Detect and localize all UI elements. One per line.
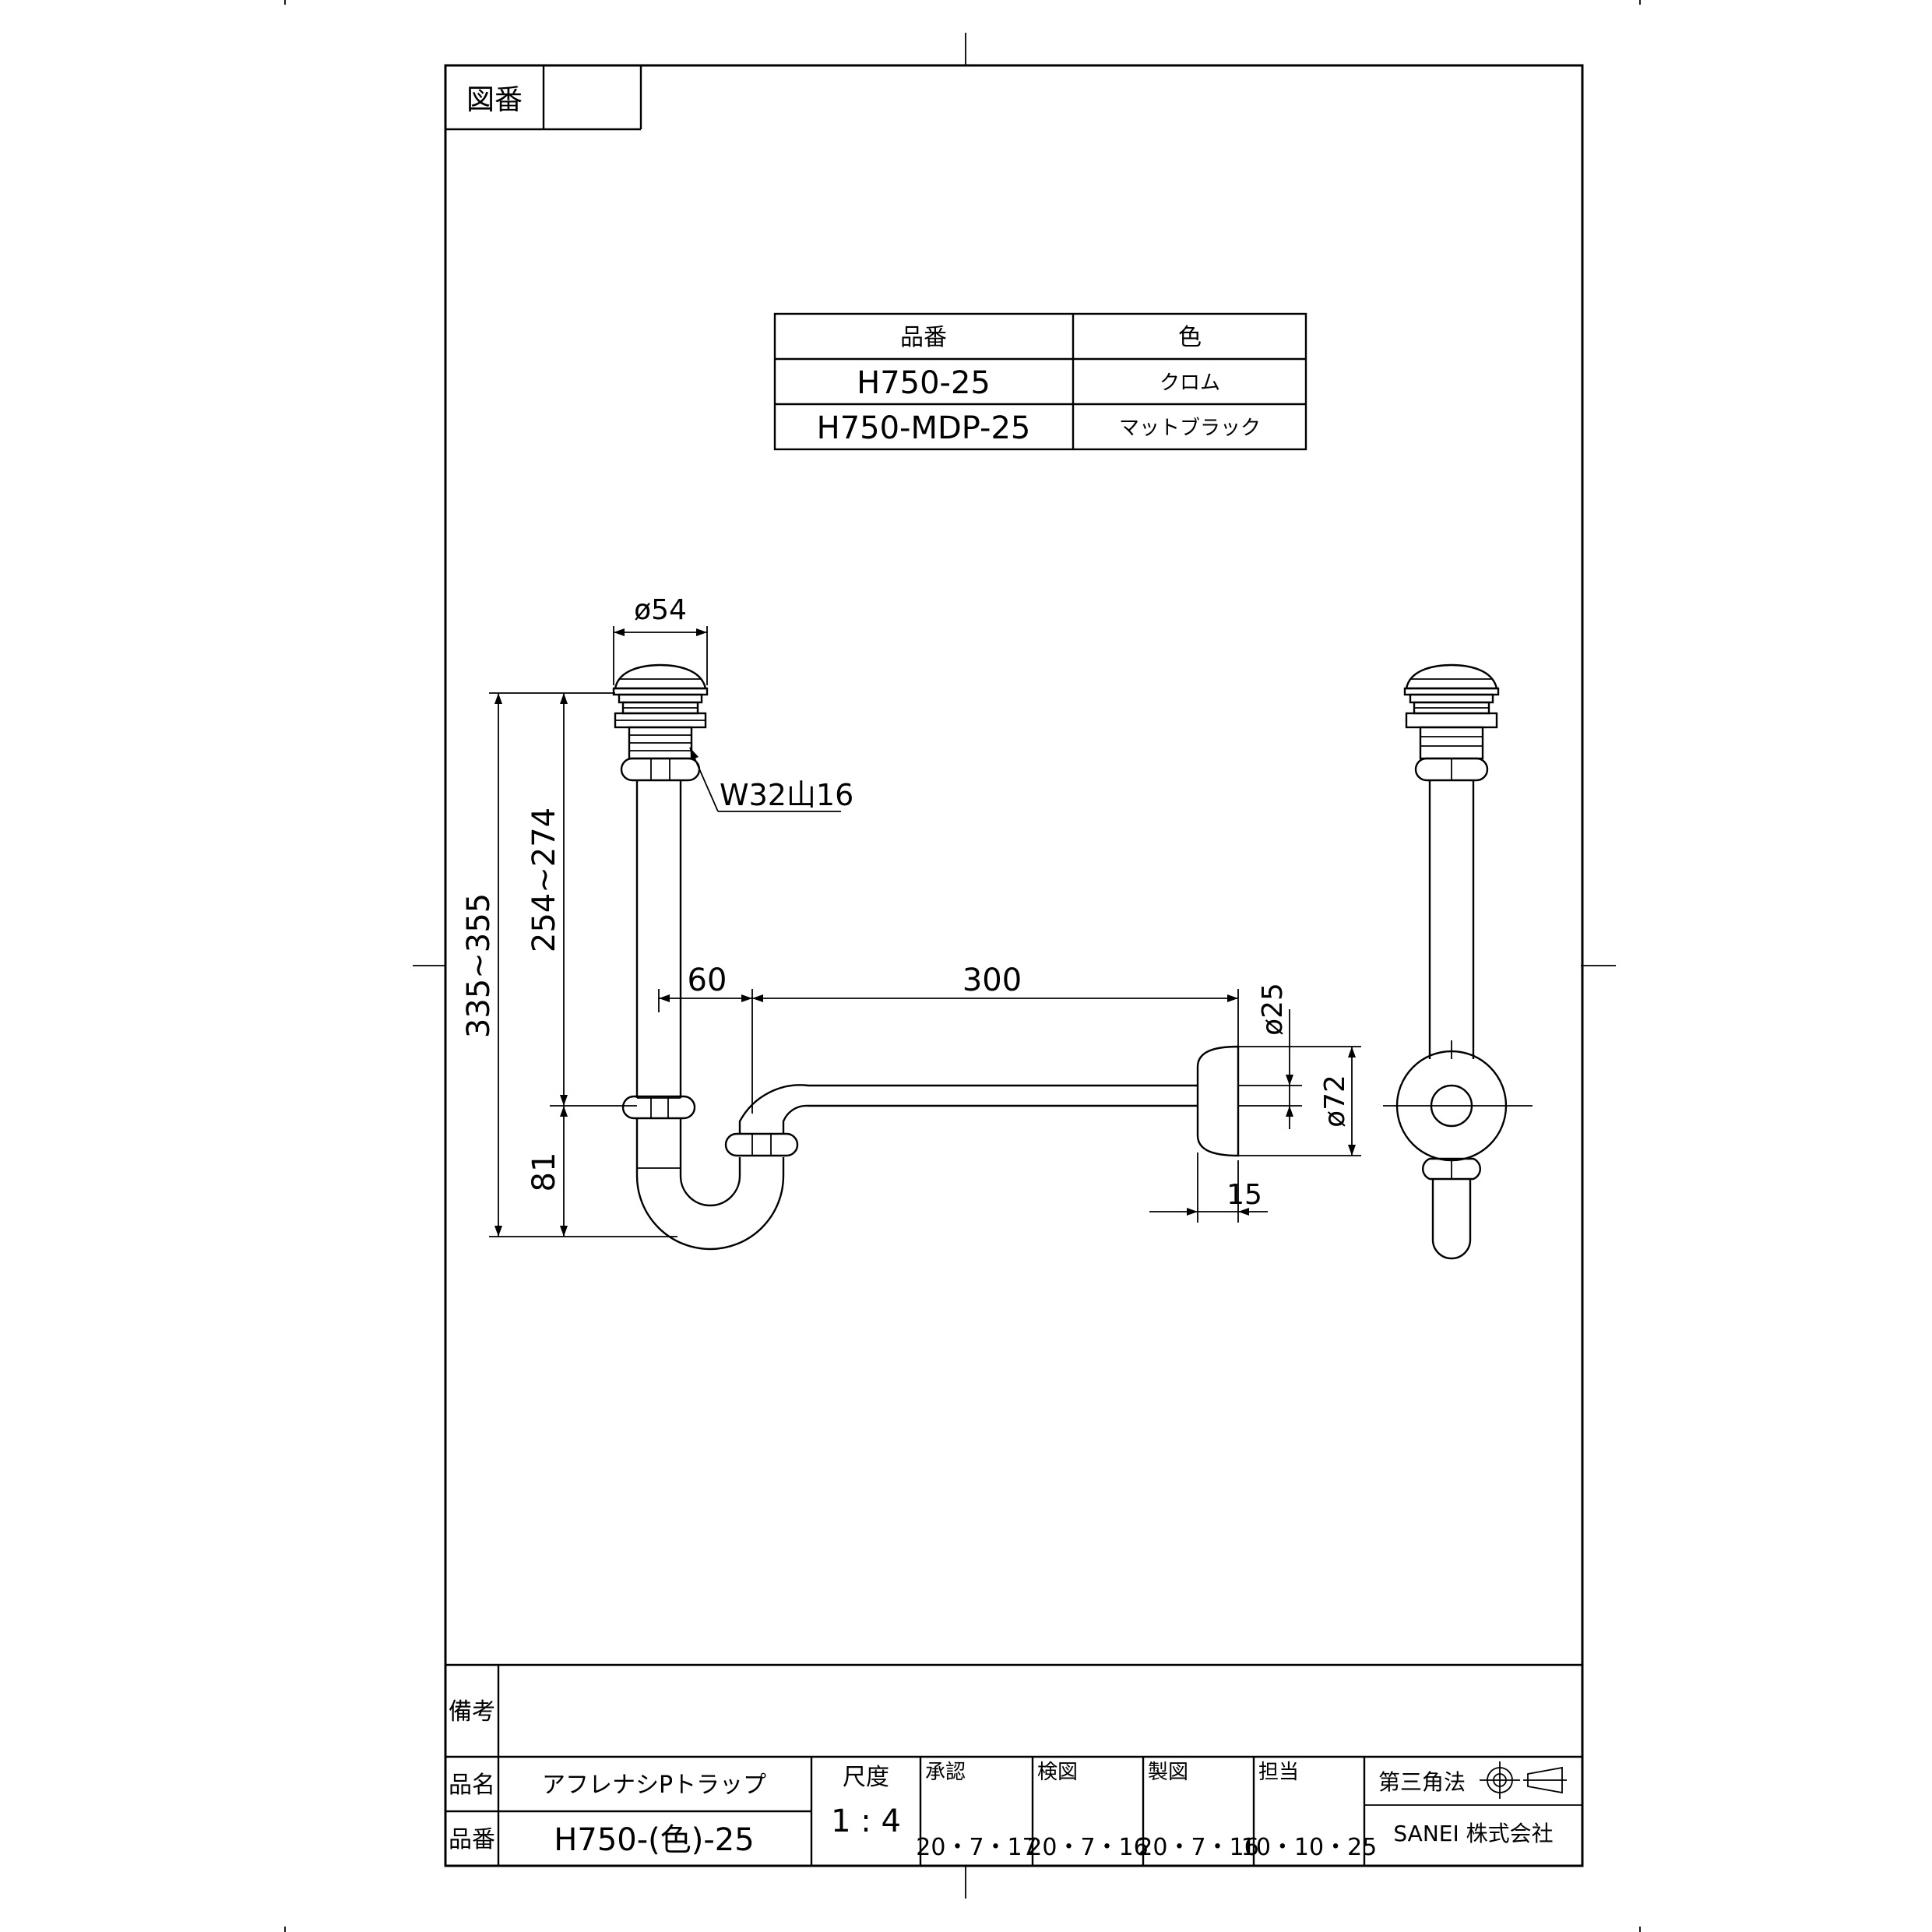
table-cell-color-1: クロム [1160,371,1220,395]
centering-marks [413,33,1616,1899]
check-label: 検図 [1037,1761,1078,1784]
product-name-label: 品名 [449,1772,495,1799]
charge-date: 10・10・25 [1241,1834,1378,1861]
product-number-value: H750-(色)-25 [554,1822,754,1858]
dim-pipe-diameter: ø25 [1257,983,1289,1036]
scale-value: 1 : 4 [831,1804,901,1839]
horizontal-drain-arm [738,1084,1198,1134]
table-header-color: 色 [1178,324,1202,351]
dim-trap-offset: 60 [688,962,727,998]
remarks-label: 備考 [449,1698,495,1726]
pop-up-cap [614,663,707,690]
corner-marks [284,0,1641,1932]
product-color-table: 品番 色 H750-25 クロム H750-MDP-25 マットブラック [773,312,1307,451]
approval-date: 20・7・17 [916,1834,1036,1861]
wall-flange [1196,1045,1240,1157]
trap-u-bend [635,1118,785,1251]
scale-label: 尺度 [843,1764,889,1791]
front-dimensions: ø54 335~355 254~274 81 60 300 ø25 [461,594,1361,1237]
dim-flange-depth: 15 [1226,1179,1262,1211]
drawing-number-box: 図番 [445,65,642,131]
drawing-date: 20・7・16 [1138,1834,1258,1861]
charge-label: 担当 [1258,1761,1299,1784]
dim-cap-diameter: ø54 [634,594,687,626]
dim-thread-spec: W32山16 [720,778,853,812]
product-number-label: 品番 [449,1826,495,1853]
table-header-product-number: 品番 [900,324,947,351]
side-view [1383,663,1533,1260]
approval-label: 承認 [925,1761,966,1784]
projection-label: 第三角法 [1378,1769,1466,1795]
front-view [612,663,1254,1251]
product-name-value: アフレナシPトラップ [542,1772,766,1799]
third-angle-projection-icon [1480,1761,1567,1799]
table-cell-color-2: マットブラック [1119,417,1261,440]
drawing-number-label: 図番 [466,84,523,116]
drawing-label: 製図 [1148,1761,1188,1784]
title-block: 備考 品名 アフレナシPトラップ 品番 H750-(色)-25 尺度 1 : 4… [445,1663,1582,1866]
drawing-border [444,64,1584,1867]
dim-upper-height: 254~274 [526,808,562,952]
dim-total-height: 335~355 [461,893,497,1038]
table-cell-product-2: H750-MDP-25 [817,410,1031,446]
company-name: SANEI 株式会社 [1393,1821,1553,1846]
dim-trap-height: 81 [526,1153,562,1192]
check-date: 20・7・16 [1027,1834,1148,1861]
table-cell-product-1: H750-25 [857,365,991,401]
dim-flange-diameter: ø72 [1319,1075,1351,1128]
dim-arm-length: 300 [962,962,1022,998]
